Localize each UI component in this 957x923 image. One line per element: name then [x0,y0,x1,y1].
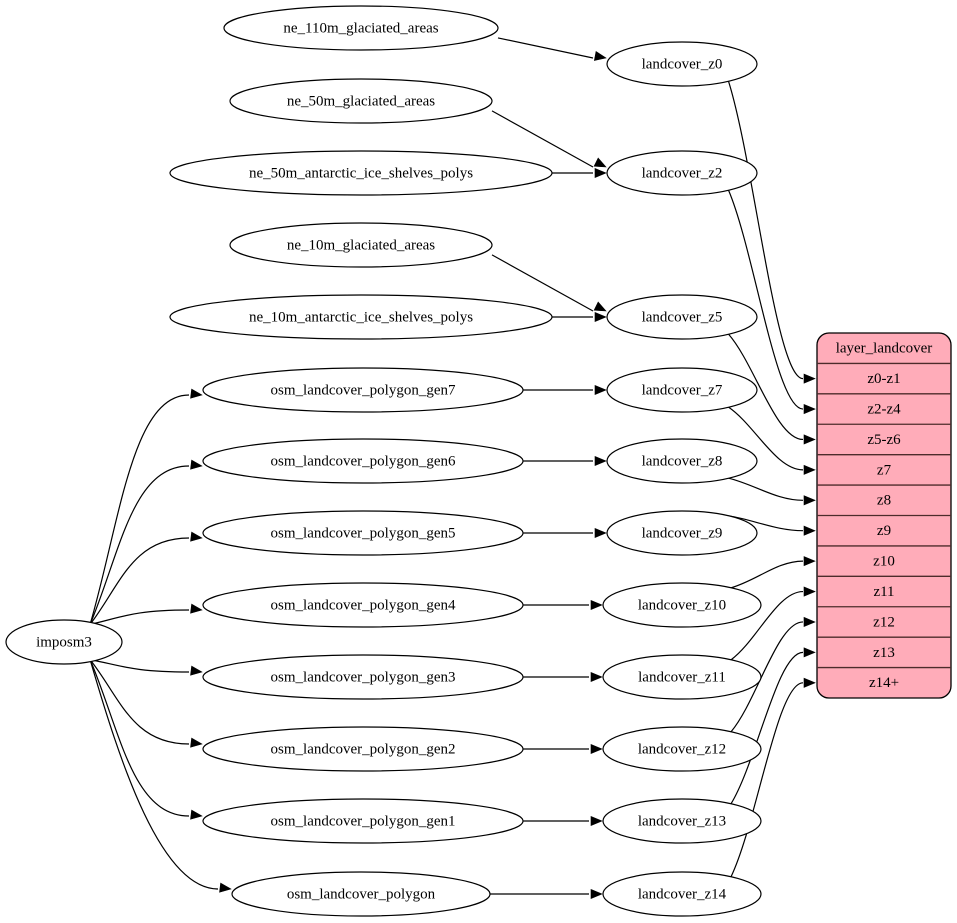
layer-landcover-table: layer_landcoverz0-z1z2-z4z5-z6z7z8z9z10z… [816,332,952,699]
source-node-osm_landcover_polygon_gen4-shape[interactable] [202,582,524,628]
layer-node-landcover_z0[interactable]: landcover_z0 [606,41,758,87]
edge-ne_110m_glaciated_areas-to-landcover_z0 [497,37,607,61]
source-node-osm_landcover_polygon_gen7[interactable]: osm_landcover_polygon_gen7 [202,367,524,413]
root-node-imposm3-shape[interactable] [5,619,123,665]
edge-osm_landcover_polygon_gen7-to-landcover_z7 [523,384,607,396]
layer-node-landcover_z10[interactable]: landcover_z10 [602,582,762,628]
source-node-osm_landcover_polygon_gen5-shape[interactable] [202,510,524,556]
source-node-ne_50m_glaciated_areas-shape[interactable] [229,78,493,124]
layer-node-landcover_z5[interactable]: landcover_z5 [606,294,758,340]
edge-osm_landcover_polygon-to-landcover_z14 [490,888,603,900]
edge-ne_50m_antarctic_ice_shelves_polys-to-landcover_z2 [552,167,607,179]
root-node-imposm3[interactable]: imposm3 [5,619,123,665]
edge-landcover_z7-to-layer_landcover-z7 [728,406,816,475]
source-node-osm_landcover_polygon_gen1-shape[interactable] [202,798,524,844]
edge-osm_landcover_polygon_gen1-to-landcover_z13 [523,815,603,827]
layer-node-landcover_z12[interactable]: landcover_z12 [602,726,762,772]
source-node-ne_10m_antarctic_ice_shelves_polys-shape[interactable] [169,294,553,340]
source-node-osm_landcover_polygon_gen6-shape[interactable] [202,438,524,484]
source-node-osm_landcover_polygon_gen7-shape[interactable] [202,367,524,413]
layer-node-landcover_z14[interactable]: landcover_z14 [602,871,762,917]
source-node-osm_landcover_polygon[interactable]: osm_landcover_polygon [231,871,491,917]
layer-node-landcover_z5-shape[interactable] [606,294,758,340]
layer-node-landcover_z13[interactable]: landcover_z13 [602,798,762,844]
edge-imposm3-to-osm_landcover_polygon_gen2 [89,659,203,748]
edge-osm_landcover_polygon_gen6-to-landcover_z8 [523,455,607,467]
edge-imposm3-to-osm_landcover_polygon_gen3 [89,659,203,676]
edge-ne_10m_antarctic_ice_shelves_polys-to-landcover_z5 [552,311,607,323]
layer-node-landcover_z12-shape[interactable] [602,726,762,772]
edge-imposm3-to-osm_landcover_polygon_gen5 [89,531,203,625]
source-node-ne_10m_glaciated_areas[interactable]: ne_10m_glaciated_areas [229,222,493,268]
edge-imposm3-to-osm_landcover_polygon_gen1 [89,659,203,820]
source-node-osm_landcover_polygon_gen5[interactable]: osm_landcover_polygon_gen5 [202,510,524,556]
source-node-osm_landcover_polygon_gen1[interactable]: osm_landcover_polygon_gen1 [202,798,524,844]
source-node-ne_110m_glaciated_areas-shape[interactable] [223,5,499,51]
source-node-ne_50m_antarctic_ice_shelves_polys-shape[interactable] [169,150,553,196]
source-node-osm_landcover_polygon_gen2-shape[interactable] [202,726,524,772]
layer-node-landcover_z11-shape[interactable] [602,654,762,700]
source-node-osm_landcover_polygon-shape[interactable] [231,871,491,917]
edge-osm_landcover_polygon_gen3-to-landcover_z11 [523,671,603,683]
edge-landcover_z12-to-layer_landcover-z12 [730,616,816,733]
edge-imposm3-to-osm_landcover_polygon_gen7 [89,388,203,625]
edge-imposm3-to-osm_landcover_polygon_gen4 [89,603,203,625]
layer-node-landcover_z10-shape[interactable] [602,582,762,628]
layer-node-landcover_z7[interactable]: landcover_z7 [606,367,758,413]
edge-ne_10m_glaciated_areas-to-landcover_z5 [491,254,607,312]
layer-node-landcover_z9[interactable]: landcover_z9 [606,510,758,556]
source-node-ne_50m_glaciated_areas[interactable]: ne_50m_glaciated_areas [229,78,493,124]
layer-node-landcover_z13-shape[interactable] [602,798,762,844]
source-node-osm_landcover_polygon_gen4[interactable]: osm_landcover_polygon_gen4 [202,582,524,628]
source-node-osm_landcover_polygon_gen3[interactable]: osm_landcover_polygon_gen3 [202,654,524,700]
layer-node-landcover_z11[interactable]: landcover_z11 [602,654,762,700]
edge-layer [89,37,816,900]
source-node-ne_110m_glaciated_areas[interactable]: ne_110m_glaciated_areas [223,5,499,51]
edge-imposm3-to-osm_landcover_polygon_gen6 [89,459,203,625]
layer-node-landcover_z0-shape[interactable] [606,41,758,87]
edge-landcover_z8-to-layer_landcover-z8 [728,477,816,506]
edge-osm_landcover_polygon_gen5-to-landcover_z9 [523,527,607,539]
layer-node-landcover_z2-shape[interactable] [606,150,758,196]
source-node-osm_landcover_polygon_gen6[interactable]: osm_landcover_polygon_gen6 [202,438,524,484]
edge-osm_landcover_polygon_gen2-to-landcover_z12 [523,743,603,755]
edge-landcover_z10-to-layer_landcover-z10 [730,556,816,589]
edge-landcover_z2-to-layer_landcover-z2-z4 [727,189,816,415]
source-node-ne_10m_antarctic_ice_shelves_polys[interactable]: ne_10m_antarctic_ice_shelves_polys [169,294,553,340]
source-node-osm_landcover_polygon_gen3-shape[interactable] [202,654,524,700]
edge-landcover_z0-to-layer_landcover-z0-z1 [727,80,816,384]
source-node-ne_10m_glaciated_areas-shape[interactable] [229,222,493,268]
layer-node-landcover_z14-shape[interactable] [602,871,762,917]
edge-landcover_z11-to-layer_landcover-z11 [730,586,816,661]
layer-node-landcover_z8[interactable]: landcover_z8 [606,438,758,484]
layer-node-landcover_z7-shape[interactable] [606,367,758,413]
edge-ne_50m_glaciated_areas-to-landcover_z2 [491,110,607,168]
edge-landcover_z14-to-layer_landcover-z14- [730,677,816,878]
edge-imposm3-to-osm_landcover_polygon [89,659,232,893]
layer-node-landcover_z8-shape[interactable] [606,438,758,484]
layer-node-landcover_z2[interactable]: landcover_z2 [606,150,758,196]
layer-node-landcover_z9-shape[interactable] [606,510,758,556]
source-node-ne_50m_antarctic_ice_shelves_polys[interactable]: ne_50m_antarctic_ice_shelves_polys [169,150,553,196]
edge-landcover_z13-to-layer_landcover-z13 [730,647,816,805]
source-node-osm_landcover_polygon_gen2[interactable]: osm_landcover_polygon_gen2 [202,726,524,772]
edge-osm_landcover_polygon_gen4-to-landcover_z10 [523,599,603,611]
node-layer: ne_110m_glaciated_areas ne_50m_glaciated_… [5,5,762,917]
edge-landcover_z5-to-layer_landcover-z5-z6 [728,333,816,445]
